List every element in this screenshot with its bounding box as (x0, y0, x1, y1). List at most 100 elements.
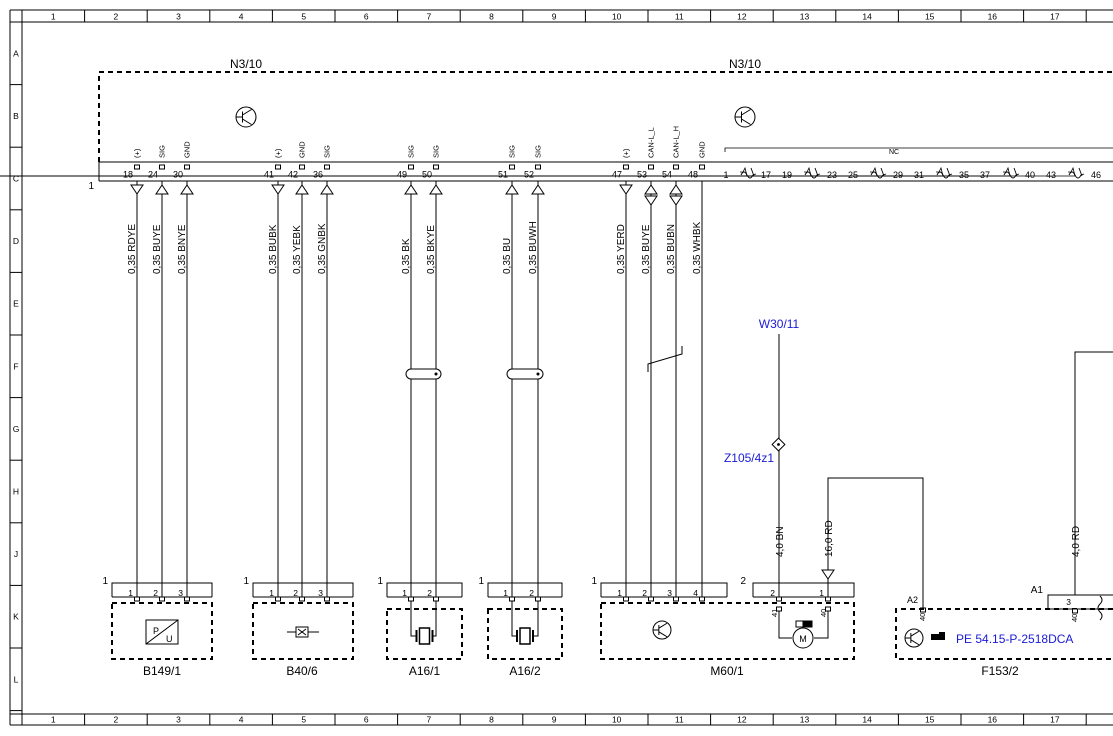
pin-number: 47 (612, 170, 622, 180)
grid-column-label: 4 (239, 715, 244, 725)
nc-pin-number: 17 (761, 170, 771, 180)
component-connector-header (487, 582, 563, 597)
signal-output-arrow (619, 184, 633, 195)
pin-type-label: CAN-L_H (672, 126, 681, 158)
nc-label: NC (889, 149, 899, 156)
grid-column-label: 12 (737, 715, 747, 725)
pin-type-label: (+) (274, 148, 283, 158)
fuse-connector-ref: A2 (907, 595, 918, 605)
transistor-emitter (242, 118, 252, 125)
transistor-emitter (658, 631, 668, 638)
component-pin-number: 3 (318, 588, 323, 598)
component-pin-number: 1 (402, 588, 407, 598)
motor-pin-label: 40 (819, 609, 828, 617)
pin-terminal (184, 164, 190, 170)
signal-input-arrow (429, 184, 443, 195)
junction-link: Z105/4z1 (724, 451, 774, 465)
grid-row-label: A (13, 48, 19, 58)
grid-column-label: 1 (51, 715, 56, 725)
nc-pin-number: 43 (1046, 170, 1056, 180)
nc-bridge-mark (880, 167, 885, 177)
grid-column-label: 3 (176, 715, 181, 725)
component-connector-ref: 1 (478, 576, 484, 587)
pin-terminal (433, 164, 439, 170)
grid-column-label: 15 (925, 12, 935, 22)
nc-bridge-mark (0, 166, 1076, 177)
grid-row-label: C (13, 174, 19, 184)
grid-column-label: 5 (301, 12, 306, 22)
wire-color-label: 0,35 GNBK (317, 223, 328, 274)
pin-number: 48 (688, 170, 698, 180)
pin-terminal (159, 164, 165, 170)
component-pin-terminal (275, 596, 281, 602)
transistor-collector (242, 109, 252, 116)
grid-column-label: 9 (552, 715, 557, 725)
grid-column-label: 15 (925, 715, 935, 725)
component-pin-terminal (1072, 608, 1078, 614)
component-connector-ref: 1 (102, 576, 108, 587)
pin-terminal (699, 164, 705, 170)
grid-column-label: 12 (737, 12, 747, 22)
component-pin-number: 3 (1066, 597, 1071, 607)
pin-number: 41 (264, 170, 274, 180)
component-pin-terminal (673, 596, 679, 602)
signal-output-arrow (669, 195, 683, 206)
component-pin-terminal (699, 596, 705, 602)
pressure-sensor-symbol (145, 619, 179, 645)
component-pin-number: 2 (427, 588, 432, 598)
component-pin-terminal (825, 606, 831, 612)
wire-color-label: 0,35 BUBK (268, 224, 279, 274)
control-unit-boundary (98, 71, 1113, 162)
component-connector-header (600, 582, 728, 597)
component-pin-terminal (159, 596, 165, 602)
nc-pin-number: 35 (959, 170, 969, 180)
grid-column-label: 6 (364, 715, 369, 725)
sensor-lead (533, 601, 539, 637)
pin-type-label: GND (698, 141, 707, 158)
shield-sleeve (506, 368, 544, 380)
component-pin-terminal (408, 596, 414, 602)
pin-number: 36 (313, 170, 323, 180)
component-pin-terminal (433, 596, 439, 602)
nc-bridge-mark (870, 171, 887, 179)
transistor-collector (910, 630, 920, 637)
nc-pin-number: 19 (782, 170, 792, 180)
nc-bridge-mark (814, 167, 819, 177)
pin-terminal (275, 164, 281, 170)
fuse-pin-label: 40 (918, 613, 927, 621)
motor-lead (778, 611, 792, 639)
pin-number: 50 (422, 170, 432, 180)
component-pin-terminal (623, 596, 629, 602)
component-pin-number: 2 (293, 588, 298, 598)
piezo-element (418, 627, 431, 645)
pressure-symbol-label: P (153, 626, 159, 636)
nc-pin-number: 25 (848, 170, 858, 180)
signal-input-arrow (505, 184, 519, 195)
transistor-icon (235, 106, 257, 128)
grid-column-label: 7 (427, 12, 432, 22)
motor-icon (792, 627, 814, 649)
signal-input-arrow (320, 184, 334, 195)
component-pin-number: 2 (770, 588, 775, 598)
component-pin-number: 2 (529, 588, 534, 598)
grid-column-label: 16 (988, 12, 998, 22)
pin-number: 54 (662, 170, 672, 180)
a1-connector-header (1047, 594, 1113, 609)
nc-pin-number: 1 (723, 170, 728, 180)
pin-type-label: GND (298, 141, 307, 158)
nc-bridge-mark (946, 167, 951, 177)
wire-color-label: 0,35 RDYE (127, 224, 138, 274)
component-f153-2 (895, 608, 1113, 660)
fuse-supply-wire (827, 477, 924, 608)
power-output-arrow (821, 569, 835, 580)
signal-output-arrow (271, 184, 285, 195)
power-wire-label: 4,0 RD (1071, 526, 1082, 557)
nc-pin-number: 46 (1091, 170, 1101, 180)
nc-pin-number: 29 (893, 170, 903, 180)
signal-input-arrow (295, 184, 309, 195)
nc-pin-number: 23 (827, 170, 837, 180)
signal-input-arrow (531, 184, 545, 195)
motor-lead (814, 611, 829, 639)
component-pin-terminal (648, 596, 654, 602)
component-pin-number: 2 (642, 588, 647, 598)
